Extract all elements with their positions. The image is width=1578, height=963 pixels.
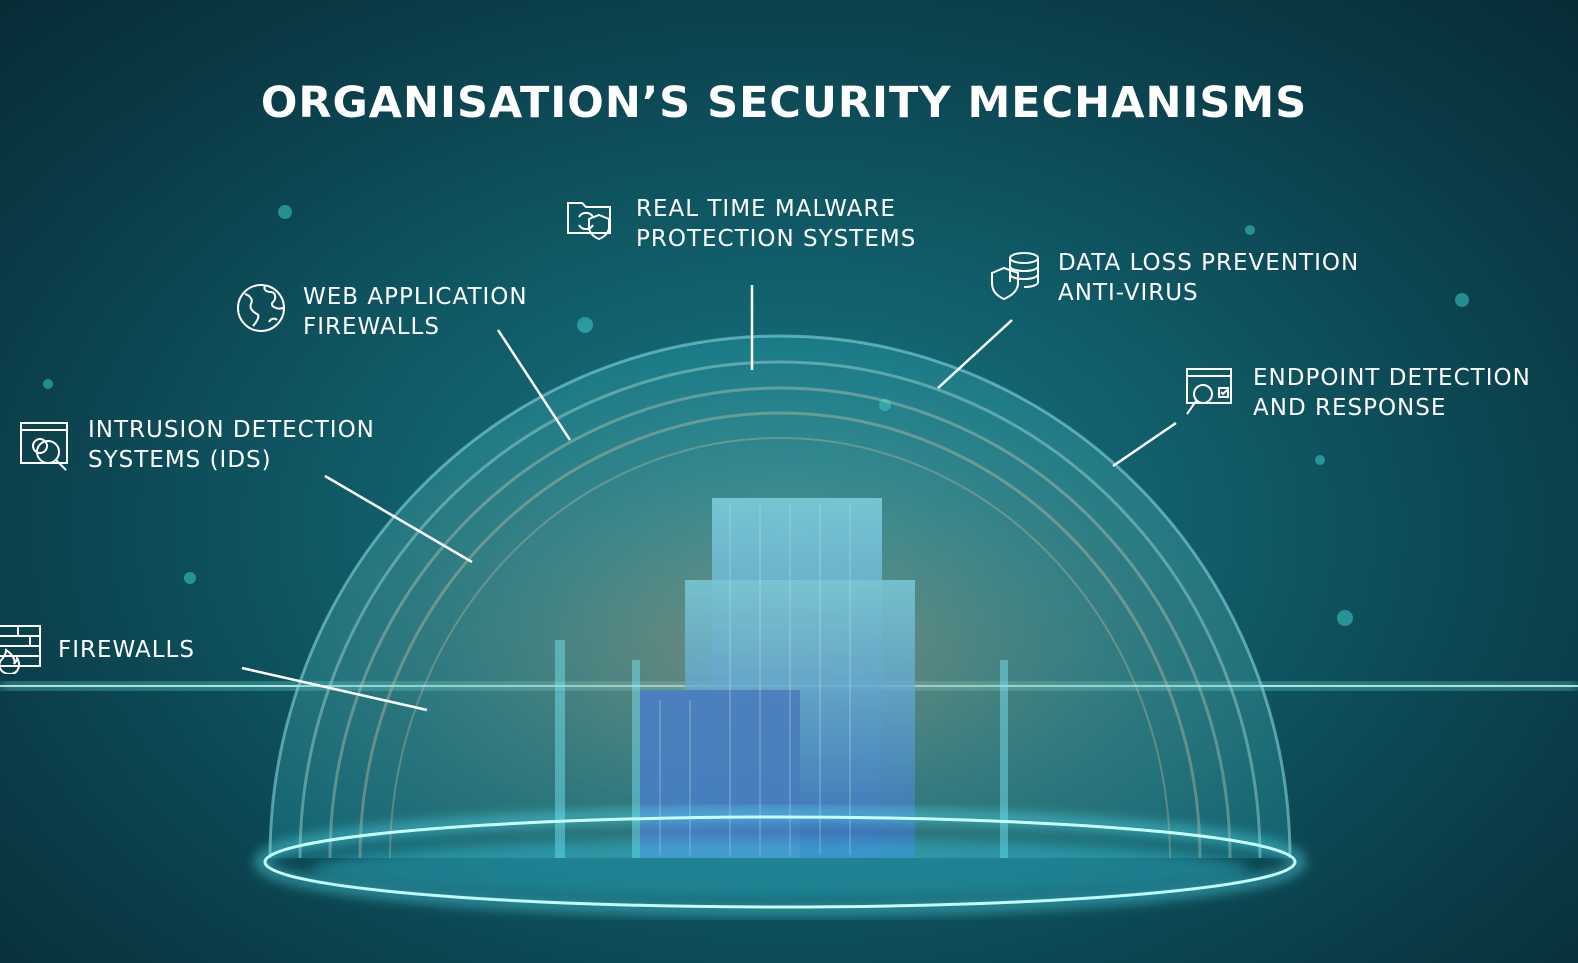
label-line: AND RESPONSE (1253, 395, 1447, 421)
label-line: ENDPOINT DETECTION (1253, 365, 1531, 391)
mechanism-data-loss-prevention: DATA LOSS PREVENTION ANTI-VIRUS (1058, 248, 1359, 308)
mechanism-endpoint-detection: ENDPOINT DETECTION AND RESPONSE (1253, 363, 1531, 423)
label-line: WEB APPLICATION (303, 284, 528, 310)
label-line: DATA LOSS PREVENTION (1058, 250, 1360, 276)
database-shield-icon (990, 250, 1042, 302)
label-line: FIREWALLS (303, 314, 440, 340)
label-line: ANTI-VIRUS (1058, 280, 1199, 306)
monitor-magnifier-icon (1183, 366, 1235, 418)
malware-shield-folder-icon (565, 193, 617, 245)
mechanism-web-application-firewalls: WEB APPLICATION FIREWALLS (303, 282, 528, 342)
label-line: SYSTEMS (IDS) (88, 447, 272, 473)
label-line: INTRUSION DETECTION (88, 417, 375, 443)
mechanism-firewalls: FIREWALLS (58, 635, 195, 665)
label-line: REAL TIME MALWARE (636, 196, 896, 222)
dome-base-ring (255, 809, 1305, 915)
mechanism-malware-protection: REAL TIME MALWARE PROTECTION SYSTEMS (636, 194, 916, 254)
firewall-brick-icon (0, 622, 42, 676)
globe-icon (235, 282, 287, 334)
connector-lines (241, 285, 1177, 712)
page-title: ORGANISATION’S SECURITY MECHANISMS (260, 78, 1308, 128)
mechanism-intrusion-detection: INTRUSION DETECTION SYSTEMS (IDS) (88, 415, 375, 475)
label-line: PROTECTION SYSTEMS (636, 226, 917, 252)
gear-magnifier-icon (18, 420, 70, 472)
label-line: FIREWALLS (58, 637, 195, 663)
